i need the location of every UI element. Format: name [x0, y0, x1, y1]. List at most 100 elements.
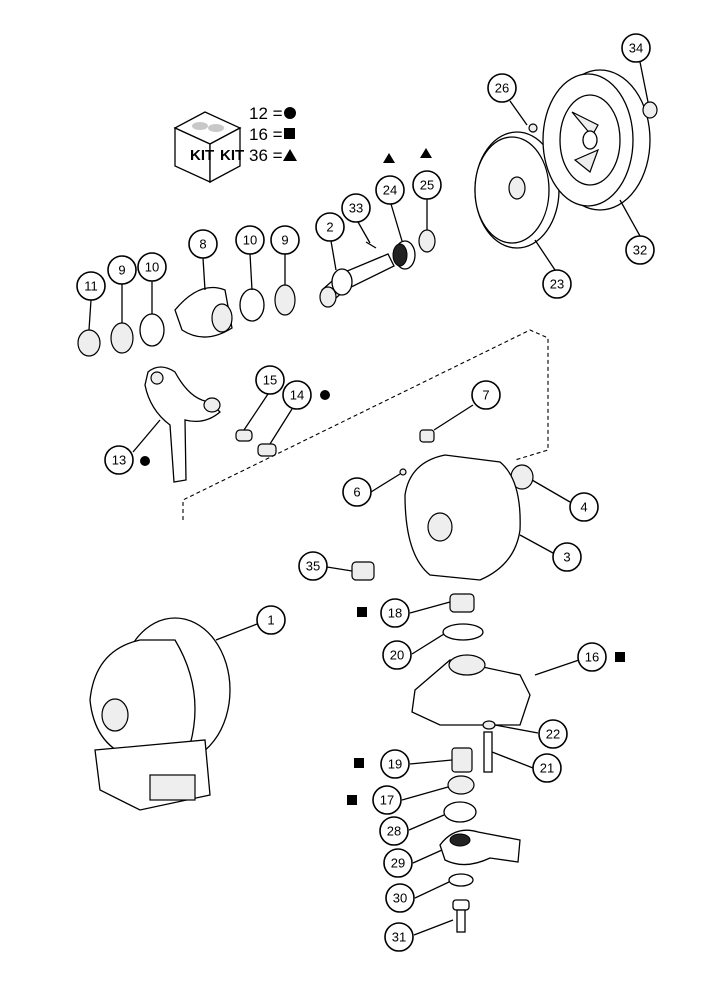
callout-29: 29 [383, 848, 413, 878]
legend-entry-16: 16 = [249, 125, 283, 144]
callout-30: 30 [385, 883, 415, 913]
gasket-28 [443, 801, 477, 823]
bolt-21 [483, 731, 493, 773]
callout-2: 2 [315, 212, 345, 242]
svg-text:29: 29 [391, 856, 405, 871]
housing-8 [174, 286, 233, 338]
kit-box-icon: KIT KIT [173, 111, 244, 184]
flange-plate-23 [474, 131, 560, 249]
square-marker-18 [357, 607, 367, 617]
svg-text:28: 28 [387, 824, 401, 839]
callout-9a: 9 [270, 225, 300, 255]
leader-lines [88, 61, 649, 936]
svg-text:13: 13 [112, 453, 126, 468]
legend-entry-12: 12 = [249, 104, 283, 123]
callout-19: 19 [380, 749, 410, 779]
svg-text:7: 7 [482, 388, 489, 403]
callout-31: 31 [384, 922, 414, 952]
gearbox-assembly-1 [89, 617, 231, 811]
fitting-7 [419, 429, 435, 443]
triangle-marker-25 [420, 148, 432, 158]
svg-text:17: 17 [380, 793, 394, 808]
svg-text:26: 26 [495, 81, 509, 96]
plug-35 [351, 561, 375, 581]
svg-text:4: 4 [580, 500, 587, 515]
callout-14: 14 [282, 380, 312, 410]
svg-text:10: 10 [243, 233, 257, 248]
svg-text:3: 3 [563, 550, 570, 565]
triangle-symbol-icon [283, 149, 297, 161]
callout-10a: 10 [235, 225, 265, 255]
pin-33 [365, 241, 377, 249]
svg-text:35: 35 [306, 559, 320, 574]
callout-17: 17 [372, 785, 402, 815]
dashed-boundary [182, 329, 549, 520]
callout-23: 23 [542, 269, 572, 299]
arm-29 [439, 829, 521, 866]
kit-label-left: KIT [190, 147, 214, 164]
callout-4: 4 [569, 492, 599, 522]
callout-13: 13 [104, 445, 134, 475]
bearing-9b [110, 322, 134, 354]
bearing-19 [451, 747, 473, 773]
callout-11: 11 [76, 271, 106, 301]
callout-34: 34 [621, 33, 651, 63]
svg-text:9: 9 [118, 263, 125, 278]
callout-24: 24 [375, 175, 405, 205]
svg-text:18: 18 [388, 606, 402, 621]
callout-18: 18 [380, 598, 410, 628]
ring-10a [239, 288, 265, 322]
svg-text:10: 10 [145, 260, 159, 275]
callout-16: 16 [577, 642, 607, 672]
pulley-32 [542, 69, 651, 211]
svg-text:34: 34 [629, 41, 643, 56]
callout-35: 35 [298, 551, 328, 581]
washer-22 [482, 720, 496, 730]
svg-text:15: 15 [263, 373, 277, 388]
svg-text:31: 31 [392, 930, 406, 945]
callout-33: 33 [341, 193, 371, 223]
svg-text:2: 2 [326, 220, 333, 235]
svg-text:20: 20 [390, 648, 404, 663]
square-marker-17 [347, 795, 357, 805]
seal-25 [418, 229, 436, 253]
kit-label-right: KIT [220, 147, 244, 164]
bearing-18 [449, 593, 475, 613]
callout-3: 3 [552, 542, 582, 572]
callout-21: 21 [532, 753, 562, 783]
pin-15 [235, 429, 253, 442]
svg-text:19: 19 [388, 757, 402, 772]
shaft-2 [319, 253, 395, 308]
circle-marker-13 [140, 456, 150, 466]
yoke-13 [144, 366, 221, 483]
svg-text:21: 21 [540, 761, 554, 776]
nut-34 [642, 101, 658, 119]
svg-text:24: 24 [383, 183, 397, 198]
seal-17 [447, 775, 475, 795]
svg-text:14: 14 [290, 388, 304, 403]
o-ring-20 [442, 623, 484, 641]
svg-text:25: 25 [420, 178, 434, 193]
circle-marker-14 [320, 390, 330, 400]
legend-entry-36: 36 = [249, 146, 283, 165]
nut-11 [77, 329, 101, 357]
callout-15: 15 [255, 365, 285, 395]
bracket-16 [411, 654, 531, 726]
callout-8: 8 [188, 229, 218, 259]
callout-26: 26 [487, 73, 517, 103]
callout-10b: 10 [137, 252, 167, 282]
callout-25: 25 [412, 170, 442, 200]
bearing-24 [392, 240, 416, 270]
kit-legend: 12 = 16 = 36 = [249, 104, 297, 165]
callout-7: 7 [471, 380, 501, 410]
callout-22: 22 [538, 719, 568, 749]
square-marker-19 [354, 758, 364, 768]
svg-text:33: 33 [349, 201, 363, 216]
bearing-9a [274, 284, 296, 316]
gear-case-3 [404, 454, 521, 581]
svg-text:16: 16 [585, 650, 599, 665]
circle-symbol-icon [284, 107, 296, 119]
screw-6 [399, 468, 407, 476]
callout-9b: 9 [107, 255, 137, 285]
svg-text:23: 23 [550, 277, 564, 292]
